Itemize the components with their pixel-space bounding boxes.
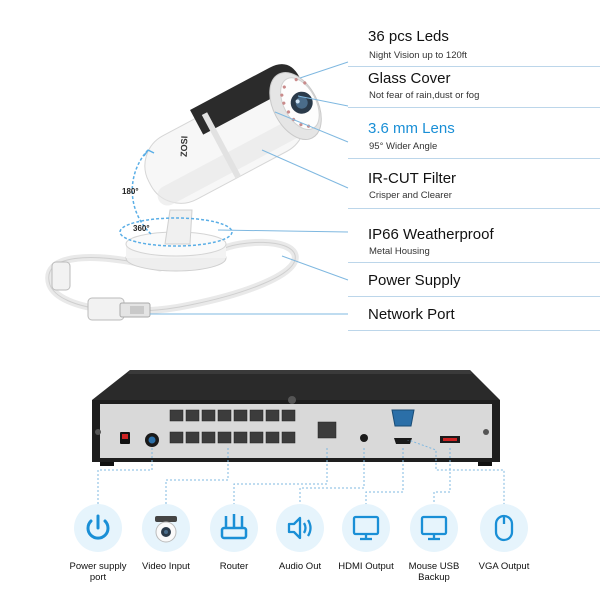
feature-ircut-title: IR-CUT Filter [368, 170, 457, 187]
speaker-icon [287, 516, 312, 540]
feature-separator [348, 158, 600, 159]
feature-ircut-subtitle: Crisper and Clearer [369, 190, 452, 201]
feature-weatherproof-title: IP66 Weatherproof [368, 226, 494, 243]
power-icon [86, 514, 110, 540]
nvr-rear-panel [100, 404, 492, 458]
feature-separator [348, 208, 600, 209]
feature-glass-title: Glass Cover [368, 70, 451, 87]
port-audio [276, 504, 324, 552]
feature-separator [348, 66, 600, 67]
port-power [74, 504, 122, 552]
feature-glass-subtitle: Not fear of rain,dust or fog [369, 90, 480, 101]
feature-separator [348, 262, 600, 263]
rotation-arrow-360 [119, 217, 233, 247]
rotation-arrow-180 [131, 149, 153, 236]
port-router [210, 504, 258, 552]
usb-monitor-icon [420, 515, 448, 541]
port-video-label: Video Input [142, 561, 190, 572]
port-vga [480, 504, 528, 552]
router-icon [220, 514, 248, 540]
feature-separator [348, 296, 600, 297]
feature-weatherproof-subtitle: Metal Housing [369, 246, 430, 257]
camera-illustration: ZOSI [45, 61, 349, 321]
feature-network-title: Network Port [368, 306, 455, 323]
camera-leds [280, 77, 311, 128]
feature-power-title: Power Supply [368, 272, 461, 289]
port-usb [410, 504, 458, 552]
network-connector [87, 297, 151, 321]
port-connector-lines [97, 440, 505, 504]
audio-jack [360, 434, 368, 442]
power-connector [51, 261, 71, 291]
feature-leds-subtitle: Night Vision up to 120ft [369, 50, 468, 61]
camera-icon [155, 516, 177, 543]
feature-lens-subtitle: 95° Wider Angle [369, 141, 438, 152]
poe-ports [169, 409, 296, 444]
mouse-icon [494, 514, 514, 542]
port-hdmi [342, 504, 390, 552]
feature-lens-title: 3.6 mm Lens [368, 120, 455, 137]
port-video [142, 504, 190, 552]
monitor-icon [352, 515, 380, 541]
port-router-label: Router [219, 561, 249, 572]
lan-port [317, 421, 337, 439]
angle-label-180: 180° [122, 187, 139, 196]
port-vga-label: VGA Output [478, 561, 530, 572]
vga-port [391, 409, 415, 427]
feature-separator [348, 330, 600, 331]
port-audio-label: Audio Out [278, 561, 322, 572]
nvr-recorder [92, 370, 500, 466]
angle-label-360: 360° [133, 224, 150, 233]
camera-brand: ZOSI [179, 136, 190, 157]
leader-lines [150, 61, 349, 315]
port-hdmi-label: HDMI Output [338, 561, 394, 572]
feature-separator [348, 107, 600, 108]
feature-leds-title: 36 pcs Leds [368, 28, 449, 45]
